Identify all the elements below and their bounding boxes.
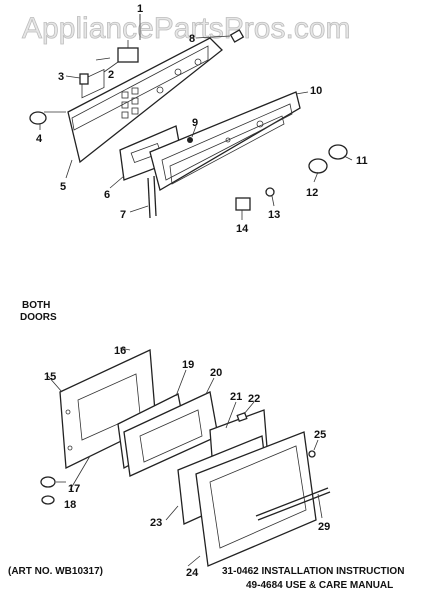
knob-12-part bbox=[308, 158, 328, 174]
callout-23: 23 bbox=[150, 517, 162, 529]
callout-4: 4 bbox=[36, 133, 43, 145]
callout-3: 3 bbox=[58, 71, 64, 83]
art-number: (ART NO. WB10317) bbox=[8, 566, 103, 577]
knob-14-part bbox=[235, 197, 251, 211]
switch-part bbox=[117, 47, 139, 63]
callout-11: 11 bbox=[356, 155, 368, 167]
callout-19: 19 bbox=[182, 359, 194, 371]
callout-5: 5 bbox=[60, 181, 66, 193]
footer-line-1: 31-0462 INSTALLATION INSTRUCTION bbox=[222, 566, 404, 577]
section-label-line1: BOTH bbox=[22, 300, 50, 311]
callout-15: 15 bbox=[44, 371, 56, 383]
outer-door-frame-part bbox=[195, 431, 317, 567]
control-panel-part bbox=[67, 37, 223, 164]
bracket-part bbox=[79, 73, 89, 85]
callout-13: 13 bbox=[268, 209, 280, 221]
callout-14: 14 bbox=[236, 223, 249, 235]
door-assembly bbox=[40, 349, 331, 567]
watermark-text: AppliancePartsPros.com bbox=[22, 12, 350, 45]
callout-7: 7 bbox=[120, 209, 126, 221]
callout-29: 29 bbox=[318, 521, 330, 533]
hinge-18-part bbox=[41, 495, 55, 505]
hinge-17-part bbox=[40, 476, 56, 488]
footer-line-2: 49-4684 USE & CARE MANUAL bbox=[246, 580, 393, 591]
callout-1: 1 bbox=[137, 3, 143, 15]
callout-16: 16 bbox=[114, 345, 126, 357]
callout-25: 25 bbox=[314, 429, 326, 441]
callout-6: 6 bbox=[104, 189, 110, 201]
callout-12: 12 bbox=[306, 187, 318, 199]
knob-11-part bbox=[328, 144, 348, 160]
callout-18: 18 bbox=[64, 499, 76, 511]
callout-22: 22 bbox=[248, 393, 260, 405]
callout-10: 10 bbox=[310, 85, 322, 97]
callout-21: 21 bbox=[230, 391, 242, 403]
callout-9: 9 bbox=[192, 117, 198, 129]
callout-20: 20 bbox=[210, 367, 222, 379]
callout-8: 8 bbox=[189, 33, 195, 45]
callout-2: 2 bbox=[108, 69, 114, 81]
knob-part bbox=[29, 111, 47, 125]
callout-24: 24 bbox=[186, 567, 199, 579]
callout-17: 17 bbox=[68, 483, 80, 495]
section-label-line2: DOORS bbox=[20, 312, 57, 323]
control-panel-assembly bbox=[29, 14, 348, 219]
front-panel-part bbox=[149, 91, 301, 191]
